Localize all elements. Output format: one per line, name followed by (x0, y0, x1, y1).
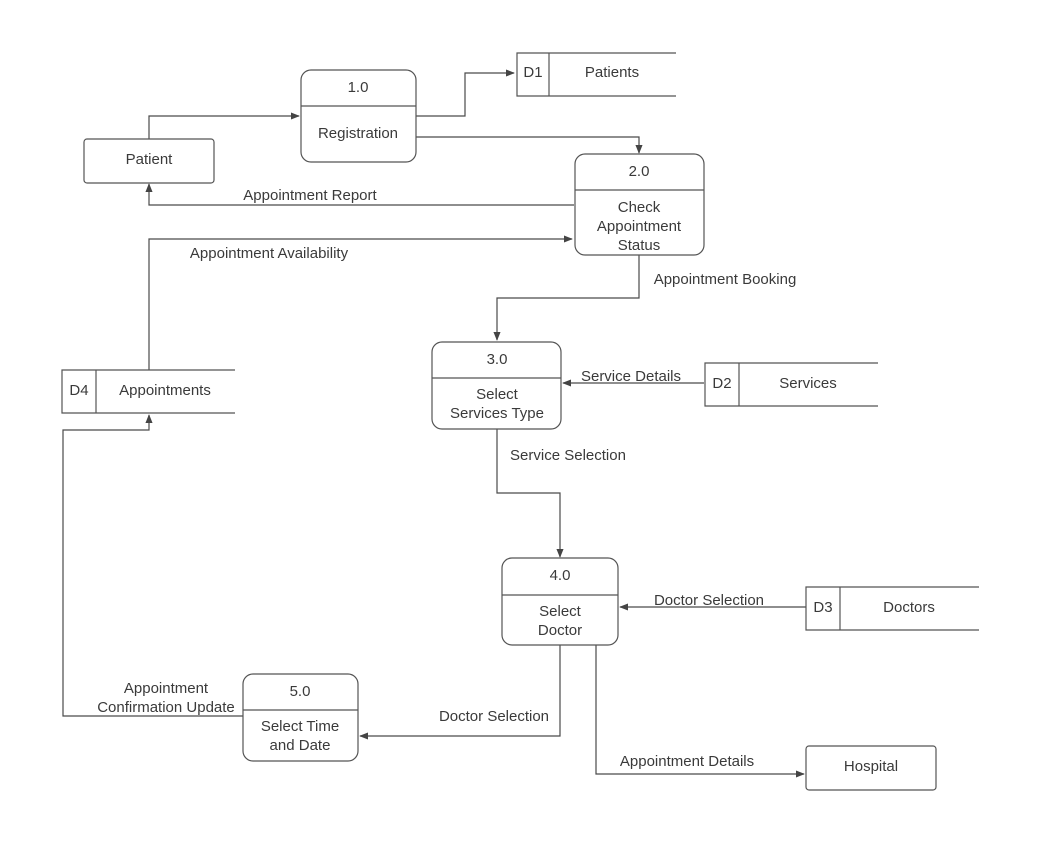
process-id: 1.0 (348, 79, 369, 96)
data-store-d1-patients[interactable]: D1 Patients (516, 52, 676, 97)
data-store-id: D1 (523, 64, 542, 81)
data-store-d4-appointments[interactable]: D4 Appointments (61, 369, 235, 414)
flow-appointment-booking (493, 255, 640, 341)
data-store-id: D2 (712, 375, 731, 392)
process-name: Doctor (538, 622, 582, 639)
external-entity-hospital[interactable]: Hospital (805, 745, 937, 791)
process-name: Select (476, 386, 519, 403)
flow-label-appointment-booking: Appointment Booking (654, 271, 797, 288)
flow-patient-to-registration (148, 112, 300, 139)
flow-label-appointment-report: Appointment Report (243, 187, 377, 204)
process-name: Services Type (450, 405, 544, 422)
external-entity-label: Hospital (844, 758, 898, 775)
process-name: Registration (318, 125, 398, 142)
flow-service-selection (496, 429, 564, 558)
external-entity-patient[interactable]: Patient (83, 138, 215, 184)
flow-label-appointment-availability: Appointment Availability (190, 245, 349, 262)
data-store-id: D3 (813, 599, 832, 616)
process-name: Appointment (597, 218, 682, 235)
process-5-select-time-and-date[interactable]: 5.0 Select Time and Date (242, 673, 359, 762)
process-name: Select Time (261, 718, 339, 735)
process-id: 4.0 (550, 567, 571, 584)
flow-label-confirmation-update: Appointment (124, 680, 209, 697)
data-store-name: Services (779, 375, 837, 392)
data-store-name: Doctors (883, 599, 935, 616)
process-3-select-services-type[interactable]: 3.0 Select Services Type (431, 341, 562, 430)
flow-label-service-details: Service Details (581, 368, 681, 385)
flow-registration-to-patients-store (416, 69, 515, 117)
flow-label-service-selection: Service Selection (510, 447, 626, 464)
process-4-select-doctor[interactable]: 4.0 Select Doctor (501, 557, 619, 646)
process-name: Check (618, 199, 661, 216)
process-id: 3.0 (487, 351, 508, 368)
flow-appointment-details (595, 645, 805, 778)
process-name: Select (539, 603, 582, 620)
process-name: and Date (270, 737, 331, 754)
data-store-d3-doctors[interactable]: D3 Doctors (805, 586, 979, 631)
flow-appointment-report (145, 183, 574, 206)
process-1-registration[interactable]: 1.0 Registration (300, 69, 417, 163)
process-id: 2.0 (629, 163, 650, 180)
process-id: 5.0 (290, 683, 311, 700)
flow-appointment-availability (148, 235, 573, 370)
flow-confirmation-update (62, 414, 243, 717)
process-2-check-appointment-status[interactable]: 2.0 Check Appointment Status (574, 153, 705, 256)
flow-registration-to-check-status (416, 136, 643, 154)
process-name: Status (618, 237, 661, 254)
flow-label-appointment-details: Appointment Details (620, 753, 754, 770)
data-store-name: Appointments (119, 382, 211, 399)
flow-label-doctor-selection-in: Doctor Selection (654, 592, 764, 609)
flow-label-doctor-selection-out: Doctor Selection (439, 708, 549, 725)
flow-doctor-selection-out (359, 645, 561, 740)
external-entity-label: Patient (126, 151, 174, 168)
data-store-d2-services[interactable]: D2 Services (704, 362, 878, 407)
flow-label-confirmation-update: Confirmation Update (97, 699, 235, 716)
data-store-id: D4 (69, 382, 88, 399)
data-store-name: Patients (585, 64, 639, 81)
